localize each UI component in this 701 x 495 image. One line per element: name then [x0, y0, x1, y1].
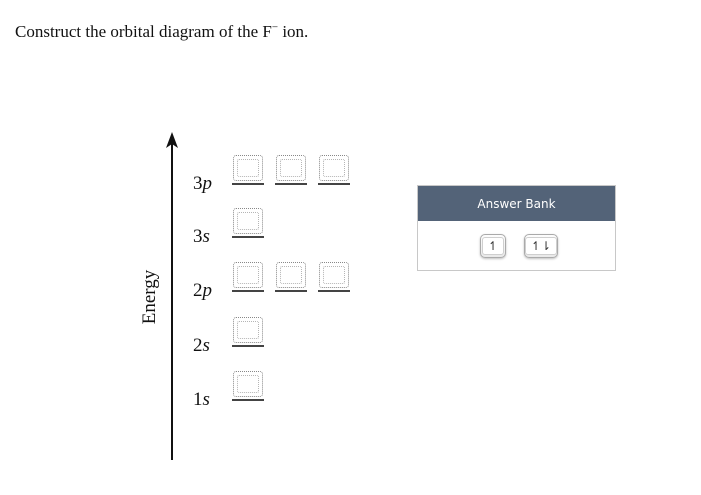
orbital-label-2s: 2s [193, 335, 210, 357]
single-electron-label: ↿ [481, 237, 505, 255]
drop-target[interactable] [319, 155, 349, 181]
orbital-line [318, 183, 350, 185]
orbital-label-3s: 3s [193, 226, 210, 248]
answer-bank-header: Answer Bank [418, 186, 615, 221]
orbital-line [275, 183, 307, 185]
orbital-label-1s: 1s [193, 389, 210, 411]
orbital-slot-2p-3 [318, 262, 351, 292]
question-text: Construct the orbital diagram of the F− … [15, 22, 308, 42]
question-suffix: ion. [278, 22, 309, 41]
orbital-slot-3s-1 [232, 208, 265, 238]
single-electron-tile[interactable]: ↿ [480, 234, 506, 258]
drop-target[interactable] [233, 208, 263, 234]
subshell-letter: s [202, 335, 210, 356]
principal-quantum-number: 3 [193, 226, 203, 247]
subshell-letter: s [202, 389, 210, 410]
orbital-slot-2p-2 [275, 262, 308, 292]
drop-target[interactable] [319, 262, 349, 288]
orbital-line [232, 183, 264, 185]
drop-target[interactable] [276, 262, 306, 288]
orbital-line [232, 399, 264, 401]
answer-bank: Answer Bank ↿ ↿⇂ [417, 185, 616, 271]
subshell-letter: p [202, 173, 213, 194]
orbital-label-3p: 3p [193, 173, 212, 195]
electron-pair-label: ↿⇂ [524, 237, 558, 255]
drop-target[interactable] [276, 155, 306, 181]
orbital-line [232, 290, 264, 292]
energy-axis-label: Energy [139, 269, 160, 325]
orbital-slot-2s-1 [232, 317, 265, 347]
orbital-line [232, 236, 264, 238]
energy-axis [166, 132, 178, 460]
orbital-slot-2p-1 [232, 262, 265, 292]
question-prefix: Construct the orbital diagram of the F [15, 22, 272, 41]
drop-target[interactable] [233, 155, 263, 181]
electron-pair-tile[interactable]: ↿⇂ [524, 234, 558, 258]
orbital-slot-3p-3 [318, 155, 351, 185]
subshell-letter: p [202, 280, 213, 301]
ion-charge: − [271, 21, 279, 34]
principal-quantum-number: 2 [193, 335, 203, 356]
orbital-line [232, 345, 264, 347]
arrow-up-icon [166, 132, 178, 148]
orbital-slot-1s-1 [232, 371, 265, 401]
principal-quantum-number: 1 [193, 389, 203, 410]
drop-target[interactable] [233, 371, 263, 397]
orbital-line [275, 290, 307, 292]
subshell-letter: s [202, 226, 210, 247]
orbital-slot-3p-2 [275, 155, 308, 185]
drop-target[interactable] [233, 262, 263, 288]
orbital-label-2p: 2p [193, 280, 212, 302]
principal-quantum-number: 2 [193, 280, 203, 301]
drop-target[interactable] [233, 317, 263, 343]
orbital-line [318, 290, 350, 292]
orbital-slot-3p-1 [232, 155, 265, 185]
principal-quantum-number: 3 [193, 173, 203, 194]
